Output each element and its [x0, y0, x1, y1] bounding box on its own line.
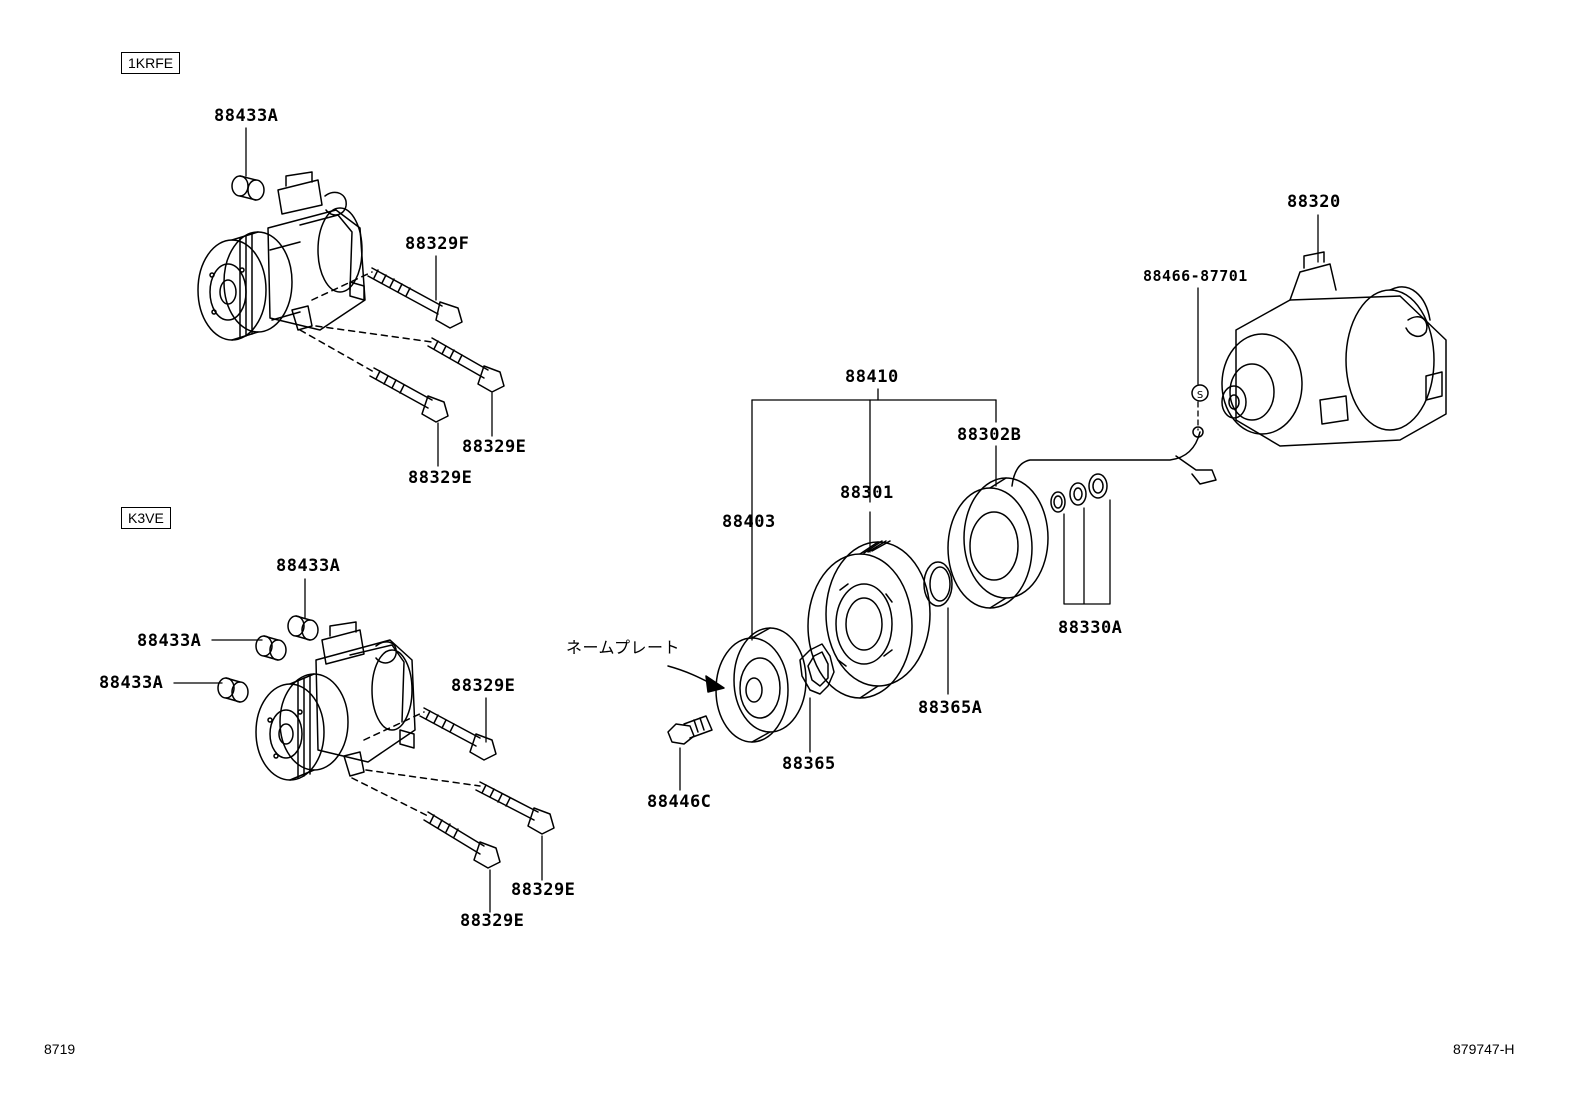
snap-ring-88365a [923, 561, 953, 607]
engine-tag-k3ve: K3VE [121, 507, 171, 529]
name-plate-label: ネームプレート [566, 638, 681, 657]
callout-88433a-k3ve-3[interactable]: 88433A [99, 673, 164, 693]
callout-88365a[interactable]: 88365A [918, 698, 983, 718]
spacer-88433a-top [231, 175, 265, 201]
bolt-88446c [667, 715, 713, 745]
callout-88329e-k3ve-a[interactable]: 88329E [451, 676, 516, 696]
callout-88320[interactable]: 88320 [1287, 192, 1341, 212]
callout-88403[interactable]: 88403 [722, 512, 776, 532]
bolt-88329e-k3ve-c [423, 811, 501, 869]
callout-88301[interactable]: 88301 [840, 483, 894, 503]
spacer-88433a-k3ve-2 [255, 635, 287, 661]
name-plate-arrow [667, 665, 725, 693]
dashed-lines-top [299, 271, 433, 373]
bolt-88329f [367, 267, 463, 329]
bolt-88329e-upper [427, 337, 505, 393]
pulley-88301 [807, 540, 931, 699]
compressor-1krfe [197, 171, 366, 341]
svg-text:S: S [1197, 390, 1203, 401]
shims-88330a [1050, 473, 1108, 513]
stator-88302b [947, 426, 1217, 609]
callout-88466-87701[interactable]: 88466-87701 [1143, 267, 1248, 285]
callout-88302b[interactable]: 88302B [957, 425, 1022, 445]
callout-88329e-top-b[interactable]: 88329E [408, 468, 473, 488]
bolt-88329e-k3ve-b [475, 781, 555, 835]
leader-lines [173, 127, 1319, 913]
bolt-88329e-k3ve-a [419, 707, 497, 761]
callout-88433a-k3ve-2[interactable]: 88433A [137, 631, 202, 651]
callout-88329e-top-a[interactable]: 88329E [462, 437, 527, 457]
callout-88446c[interactable]: 88446C [647, 792, 712, 812]
spacer-88433a-k3ve-1 [287, 615, 319, 641]
bolt-88329e-lower [369, 367, 449, 423]
shim-88365 [799, 643, 835, 695]
engine-tag-1krfe: 1KRFE [121, 52, 181, 74]
diagram-code: 8719 [44, 1041, 76, 1057]
callout-88410[interactable]: 88410 [845, 367, 899, 387]
callout-88329f[interactable]: 88329F [405, 234, 470, 254]
callout-88365[interactable]: 88365 [782, 754, 836, 774]
dashed-lines-k3ve [351, 711, 481, 817]
compressor-k3ve [255, 621, 416, 781]
spacer-88433a-k3ve-3 [217, 677, 249, 703]
compressor-88320 [1221, 251, 1447, 447]
callout-88329e-k3ve-b[interactable]: 88329E [511, 880, 576, 900]
callout-88329e-k3ve-c[interactable]: 88329E [460, 911, 525, 931]
callout-88330a[interactable]: 88330A [1058, 618, 1123, 638]
callout-88433a-top[interactable]: 88433A [214, 106, 279, 126]
clutch-hub-88403 [715, 627, 807, 743]
callout-88433a-k3ve-1[interactable]: 88433A [276, 556, 341, 576]
sensor-88466: S [1191, 384, 1209, 402]
illustration-number: 879747-H [1453, 1041, 1515, 1057]
